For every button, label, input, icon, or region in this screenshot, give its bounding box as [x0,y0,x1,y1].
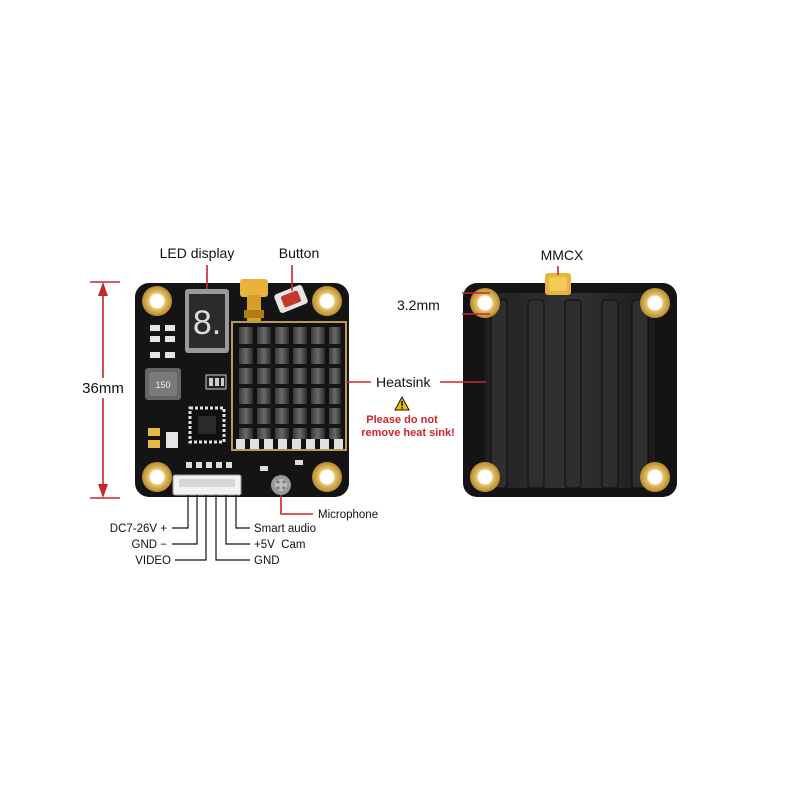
heatsink-warning: Please do not remove heat sink! [361,395,455,439]
pin-label-5v-cam: +5V Cam [254,539,305,551]
mount-hole-tr [312,286,342,316]
mount-hole-back-bl [470,462,500,492]
mmcx-connector-front [240,279,268,325]
cover-ridges [490,299,649,489]
pin-label-smart-audio: Smart audio [254,523,316,535]
back-view-board [463,273,677,497]
button-label: Button [279,245,319,261]
dimension-36mm-label: 36mm [82,380,124,397]
button-component [274,285,308,313]
pin-label-gnd-left: GND − [132,539,168,551]
heatsink-fins [236,327,343,439]
warning-line2: remove heat sink! [361,427,455,439]
pin-label-gnd-right: GND [254,555,280,567]
microphone [271,475,291,495]
warning-triangle-icon [394,395,410,411]
mount-hole-back-tr [640,288,670,318]
small-components [148,325,227,448]
dimension-3-2mm: 3.2mm [397,292,490,315]
mount-hole-back-br [640,462,670,492]
bottom-pads [186,460,303,471]
heatsink-pins [236,439,343,449]
pin-label-video: VIDEO [135,555,171,567]
inductor: 150 [145,368,181,400]
pin-label-dc: DC7-26V + [110,523,167,535]
mount-hole-tl [142,286,172,316]
mmcx-connector-back [545,273,571,295]
heatsink [231,321,347,451]
inductor-marking: 150 [155,380,170,390]
microphone-label: Microphone [318,509,378,521]
warning-line1: Please do not [366,414,438,426]
dimension-36mm: 36mm [76,281,130,499]
mmcx-label: MMCX [541,247,584,263]
ic-chip [188,406,226,444]
pin-leaders [172,495,250,561]
led-display: 8. [185,289,229,353]
mount-hole-br [312,462,342,492]
led-display-label: LED display [160,245,235,261]
dimension-3-2mm-label: 3.2mm [397,297,440,313]
front-view-board: 8. [135,279,349,497]
pin-connector [172,474,242,496]
mount-hole-bl [142,462,172,492]
led-digit: 8. [193,304,221,342]
heatsink-label: Heatsink [376,374,431,390]
mount-hole-back-tl [470,288,500,318]
